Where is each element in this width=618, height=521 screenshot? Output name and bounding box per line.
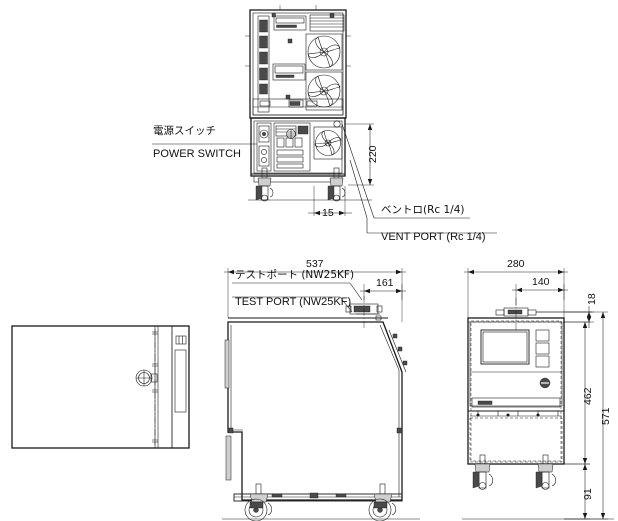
dimension-91-group [564,463,590,520]
rear-elevation-view [248,117,372,202]
left-plan-view [11,325,190,449]
dimension-161-group [360,284,406,300]
test-port-label-en: TEST PORT (NW25KF) [235,296,352,308]
test-port-leader [232,282,363,313]
dimension-571-group [564,311,608,520]
front-elevation-view [462,298,614,520]
caster-front-left [472,454,494,490]
side-elevation-view [222,296,420,521]
test-port-fitting [345,296,383,330]
top-plan-view [245,5,351,119]
test-port-label-jp: テストポート (NW25KF) [235,269,355,281]
dimension-15-group [308,186,352,216]
fan-upper [305,33,343,71]
dimension-220-group [345,123,374,186]
caster-side-left [244,483,273,521]
dimension-140-text: 140 [532,276,550,288]
dimension-220-text: 220 [367,145,379,163]
dimension-15-text: 15 [322,207,334,219]
caster-side-right [368,483,397,521]
vent-port-leader [341,123,497,234]
dimension-571-text: 571 [600,407,612,425]
dimension-462-text: 462 [582,387,594,405]
caster-front-right [535,454,557,490]
dimension-18-text: 18 [586,293,598,305]
vent-port-label-jp: ベントロ(Rc 1/4) [381,204,465,216]
dimension-161-text: 161 [376,277,394,289]
power-switch-label-en: POWER SWITCH [153,148,241,160]
dimension-537-text: 537 [306,258,324,270]
dimension-280-text: 280 [507,258,525,270]
power-switch-label-jp: 電源スイッチ [153,125,216,137]
fan-lower [305,71,343,111]
vent-port-label-en: VENT PORT (Rc 1/4) [381,231,486,243]
dimension-140-group [512,284,568,306]
rear-fan [313,126,343,160]
caster-rear-right [327,167,346,202]
dimension-91-text: 91 [582,488,594,500]
caster-rear-left [255,167,274,202]
